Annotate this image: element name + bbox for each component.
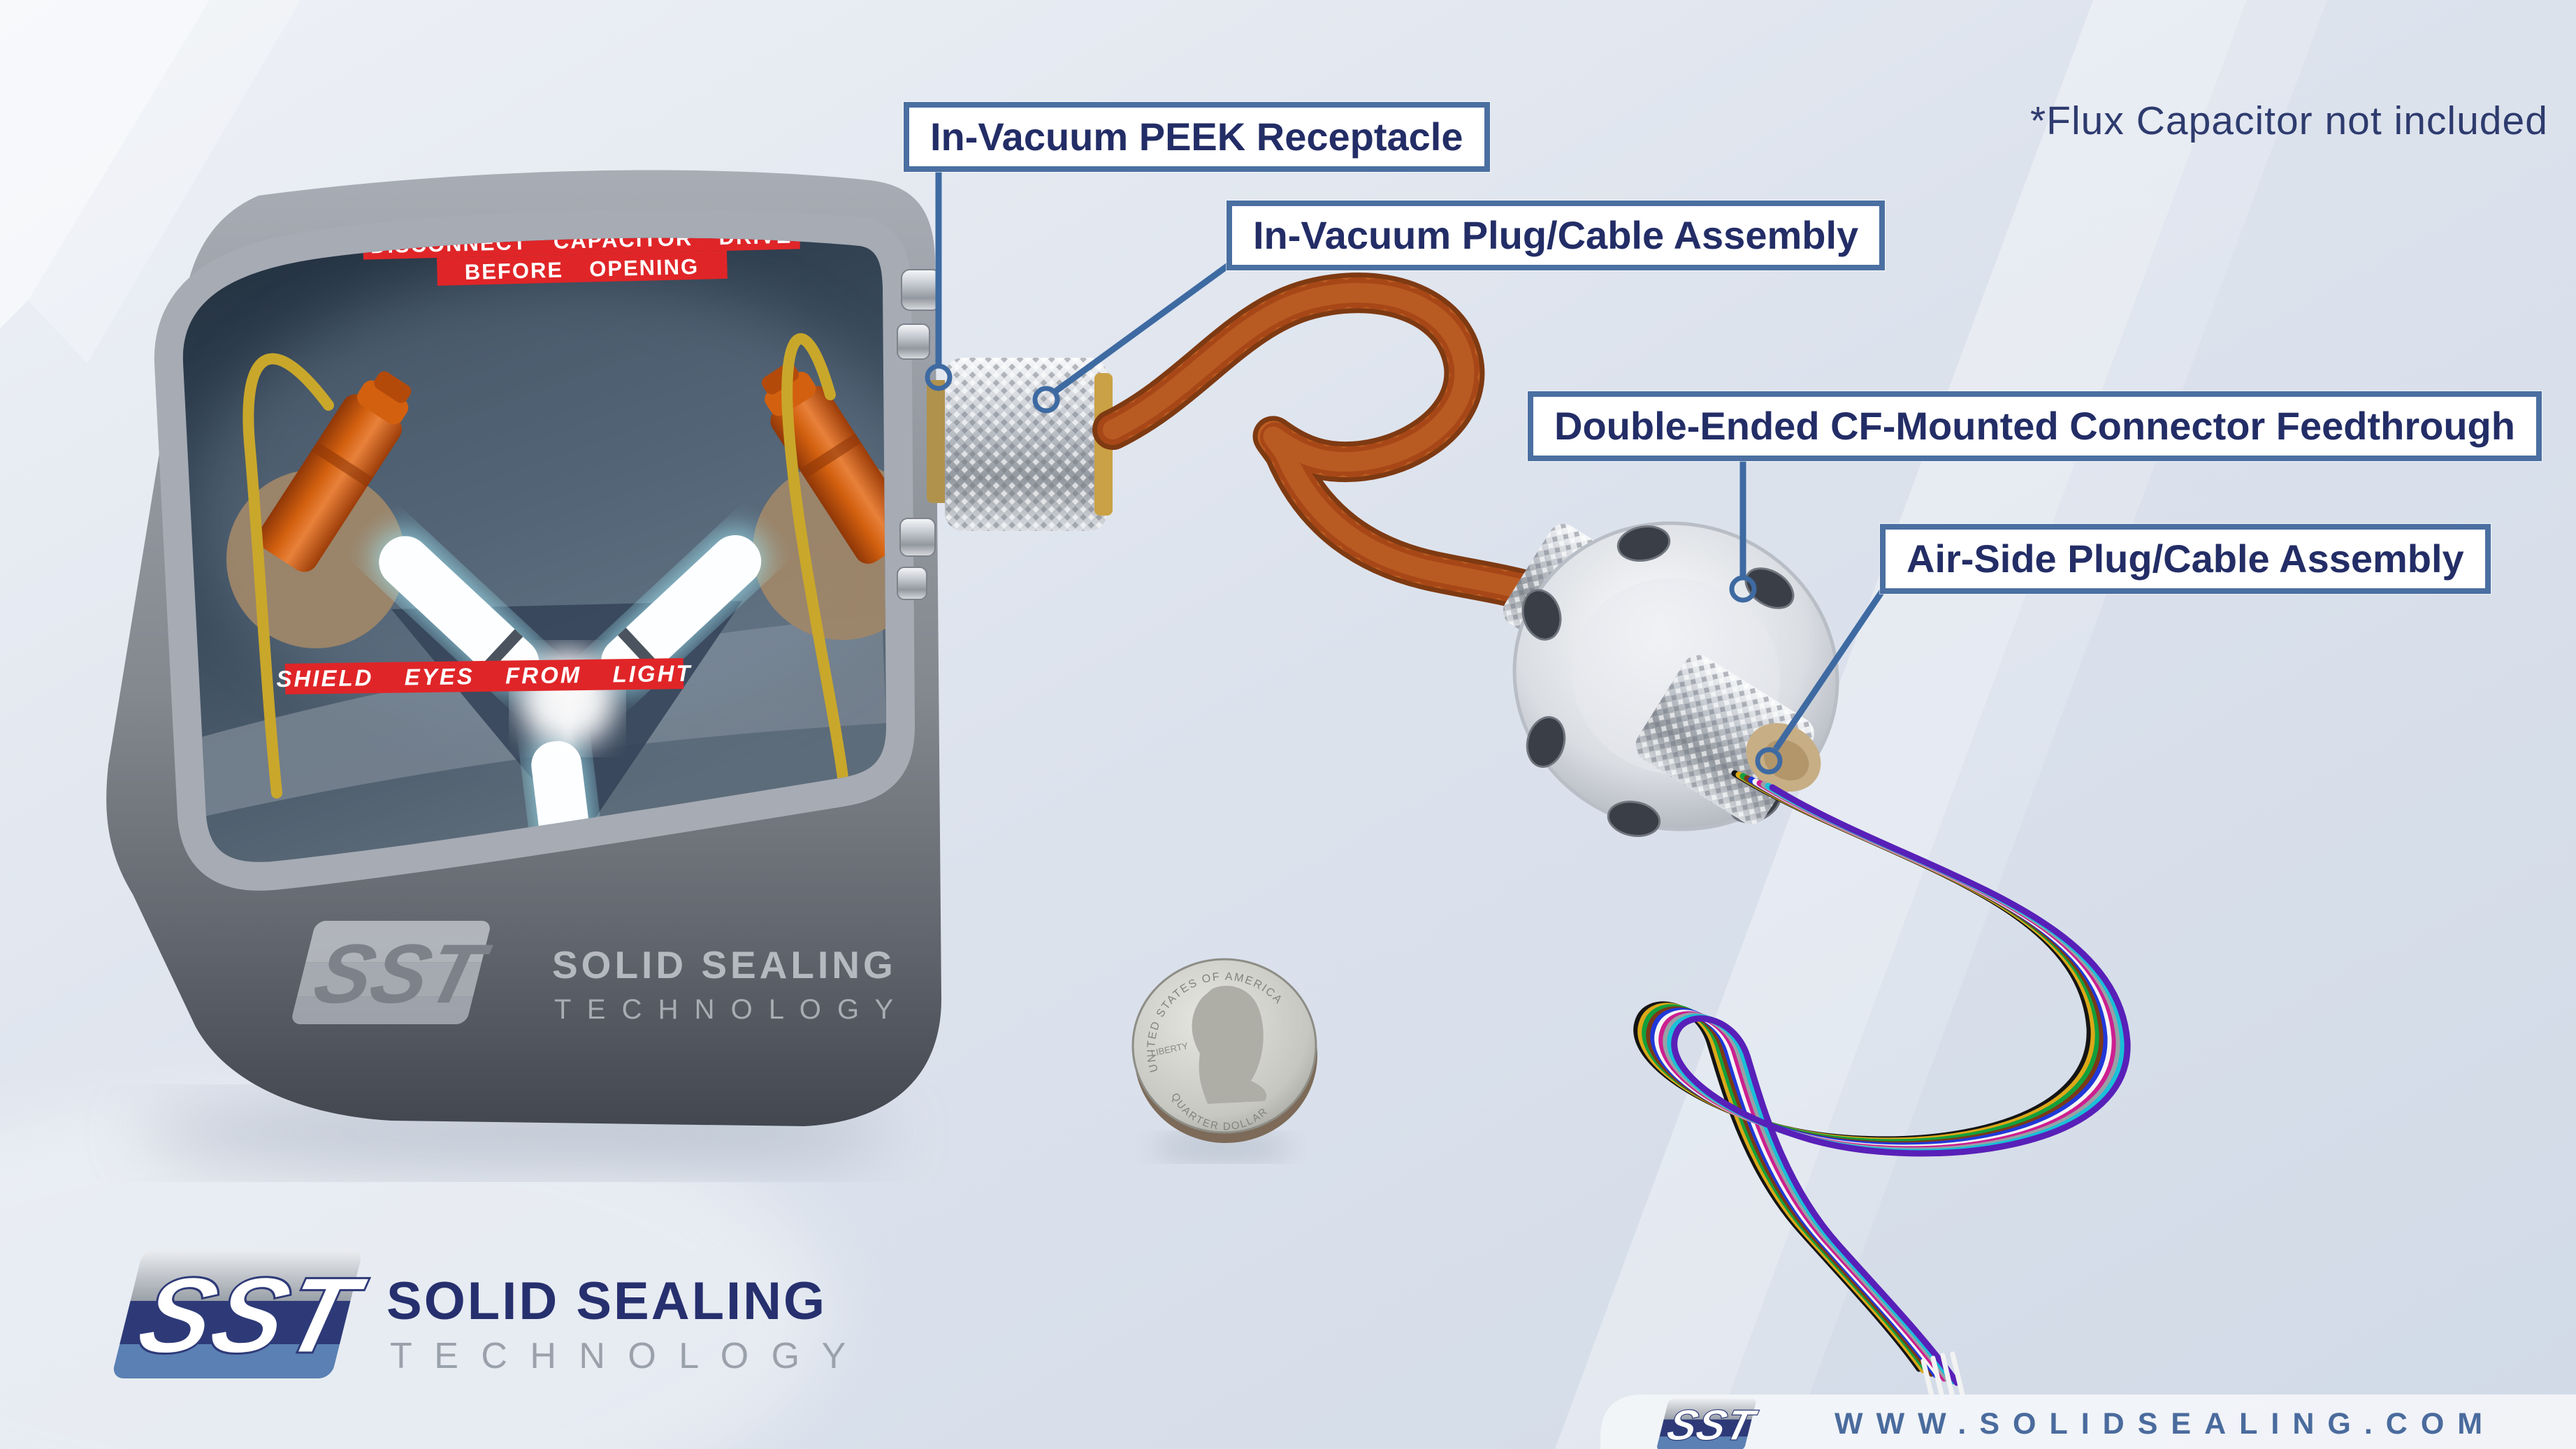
relay-cylinder-left xyxy=(258,371,412,572)
coin-portrait xyxy=(1192,985,1267,1104)
in-vacuum-peek-receptacle xyxy=(897,269,1113,600)
corner-light-streak-2 xyxy=(28,0,301,363)
callout-ring-2 xyxy=(1032,386,1060,414)
corner-logo: SST SOLID SEALING T E C H N O L O G Y xyxy=(110,1249,852,1378)
callout-label-peek-receptacle: In-Vacuum PEEK Receptacle xyxy=(904,102,1490,172)
wall-stud xyxy=(897,323,930,360)
air-side-wires xyxy=(1633,770,2131,1404)
warning-bottom-text: SHIELD EYES FROM LIGHT xyxy=(276,660,693,692)
callout-line-2 xyxy=(1052,261,1232,395)
callout-label-feedthrough: Double-Ended CF-Mounted Connector Feedth… xyxy=(1528,391,2542,461)
box-interior: DISCONNECT CAPACITOR DRIVE BEFORE OPENIN… xyxy=(196,238,887,862)
warning-top-line2: BEFORE OPENING xyxy=(464,254,699,284)
footer-panel-bg xyxy=(1600,1395,2576,1449)
footer-logo: SST xyxy=(1656,1399,1762,1449)
warning-label-bottom: SHIELD EYES FROM LIGHT xyxy=(276,657,693,694)
coin-shadow xyxy=(1152,1133,1291,1161)
callout-ring-4 xyxy=(1755,747,1783,775)
flux-capacitor-disclaimer: *Flux Capacitor not included xyxy=(2030,99,2548,143)
footer-logo-mark: SST xyxy=(1663,1401,1762,1449)
diagonal-light-band-2 xyxy=(1709,0,2327,1449)
callout-line-4 xyxy=(1773,588,1886,751)
corner-logo-mark: SST xyxy=(127,1255,376,1376)
callout-label-air-side-plug: Air-Side Plug/Cable Assembly xyxy=(1880,524,2491,594)
in-vacuum-cable xyxy=(1092,272,1607,635)
callout-label-in-vacuum-plug: In-Vacuum Plug/Cable Assembly xyxy=(1227,201,1886,270)
wall-stud xyxy=(897,567,927,600)
wall-stud xyxy=(899,518,936,557)
wall-stud xyxy=(901,269,941,311)
cf-feedthrough xyxy=(1503,521,1839,837)
footer-panel: SST WWW.SOLIDSEALING.COM xyxy=(1600,1395,2576,1449)
yellow-wires xyxy=(243,333,849,862)
box-engraved-logo: SST SOLID SEALING T E C H N O L O G Y xyxy=(290,921,897,1025)
box-logo-name: SOLID SEALING xyxy=(552,943,897,986)
brass-collar xyxy=(927,380,950,503)
corner-light-streak xyxy=(0,0,210,328)
flux-capacitor-box: DISCONNECT CAPACITOR DRIVE BEFORE OPENIN… xyxy=(106,170,1113,1174)
box-logo-mark: SST xyxy=(305,926,498,1020)
box-logo-tagline: T E C H N O L O G Y xyxy=(554,994,897,1025)
corner-logo-tagline: T E C H N O L O G Y xyxy=(390,1336,852,1376)
callout-lines xyxy=(925,168,1886,775)
corner-logo-name: SOLID SEALING xyxy=(386,1272,827,1331)
callout-ring-1 xyxy=(925,363,953,391)
wire-strands xyxy=(1633,770,2131,1386)
callout-ring-3 xyxy=(1729,575,1757,603)
footer-website: WWW.SOLIDSEALING.COM xyxy=(1835,1407,2496,1441)
quarter-coin: UNITED STATES OF AMERICA QUARTER DOLLAR … xyxy=(1131,958,1317,1161)
